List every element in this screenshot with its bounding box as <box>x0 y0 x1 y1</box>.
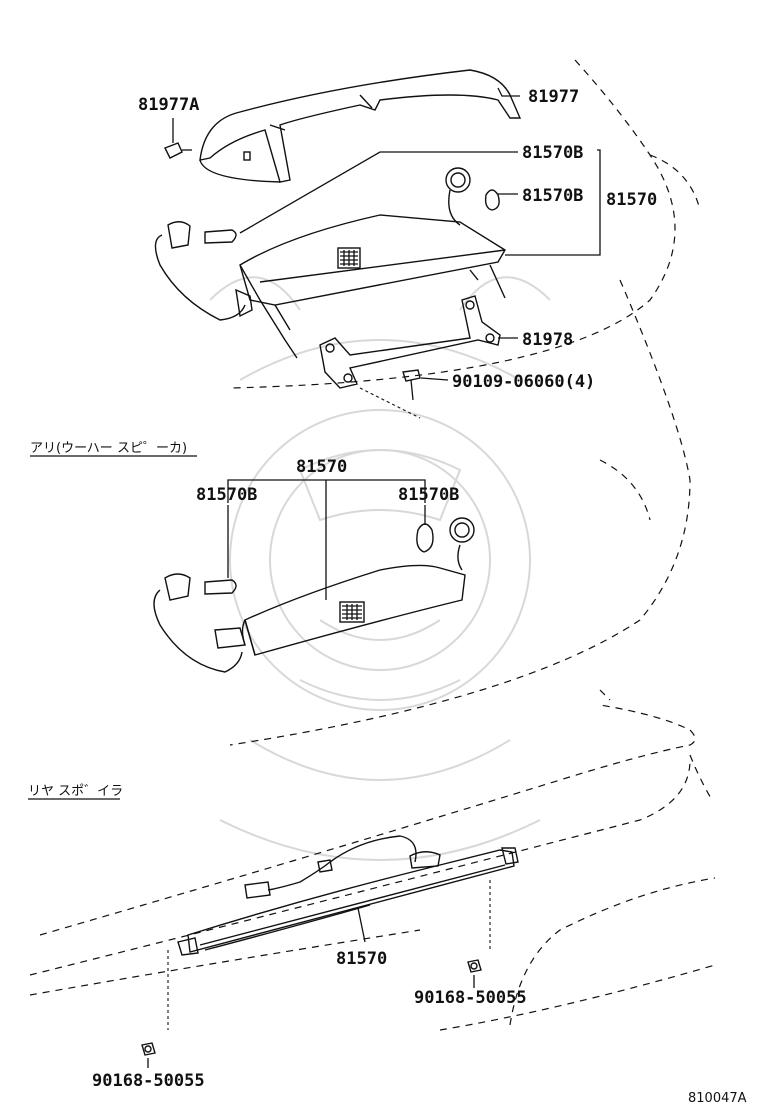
bulb-81570B-middle-right <box>416 523 434 553</box>
label-81570-lower: 81570 <box>336 949 387 969</box>
vehicle-outline-upper <box>229 59 676 389</box>
label-81570-middle: 81570 <box>296 457 347 477</box>
upper-section: 81977A 81977 81570B 81570B 81570 81978 9… <box>138 59 701 419</box>
label-81570: 81570 <box>606 190 657 210</box>
label-81977: 81977 <box>528 87 579 107</box>
label-81570B-middle-right: 81570B <box>398 485 459 505</box>
with-spoiler-section: アリ(ウーハー スピ゜ーカ) 81570 81570B 81570B <box>30 279 691 746</box>
wire-harness-upper <box>154 189 461 321</box>
stop-lamp-housing <box>239 214 506 306</box>
spoiler-81977 <box>199 69 522 183</box>
label-90168-50055-right: 90168-50055 <box>414 988 527 1008</box>
bracket-81978 <box>319 295 501 389</box>
watermark-emblem <box>209 276 551 861</box>
vehicle-outline-lower <box>39 704 696 936</box>
section-title-rear-spoiler: リヤ スポ゛イラ <box>28 784 123 799</box>
stop-lamp-middle <box>244 564 466 656</box>
label-81570B-b: 81570B <box>522 186 583 206</box>
label-90168-50055-left: 90168-50055 <box>92 1071 205 1091</box>
bulb-81570B-middle-left <box>204 579 237 595</box>
lamp-grille-middle <box>339 601 365 623</box>
wire-harness-middle <box>153 544 463 673</box>
label-81570B-middle-left: 81570B <box>196 485 257 505</box>
clip-81977A <box>164 118 192 159</box>
bolt-90109-06060 <box>402 369 421 401</box>
screw-90168-50055-left <box>141 1042 156 1056</box>
section-title-with-spoiler: アリ(ウーハー スピ゜ーカ) <box>30 441 187 456</box>
label-81977A: 81977A <box>138 95 199 115</box>
wire-harness-lower <box>267 835 417 891</box>
bulb-81570B-upper <box>204 189 500 244</box>
vehicle-outline-middle <box>229 279 691 746</box>
socket-middle <box>449 517 475 543</box>
diagram-code: 810047A <box>688 1091 747 1106</box>
lamp-grille <box>337 247 361 269</box>
label-81978: 81978 <box>522 330 573 350</box>
socket-upper <box>167 167 471 249</box>
label-81570B-a: 81570B <box>522 143 583 163</box>
rear-spoiler-section: リヤ スポ゛イラ <box>28 689 716 1091</box>
label-90109-06060: 90109-06060(4) <box>452 372 595 392</box>
screw-90168-50055-right <box>467 959 482 973</box>
